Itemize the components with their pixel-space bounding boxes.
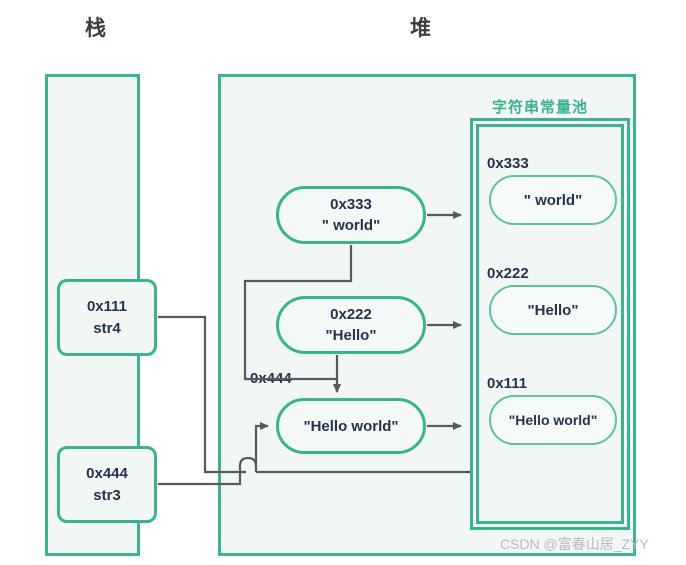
stack-frame-str3-address: 0x444 xyxy=(86,464,128,482)
string-constant-pool-inner: 0x333 " world" 0x222 "Hello" 0x111 "Hell… xyxy=(476,124,624,524)
pool-entry-0x333-address: 0x333 xyxy=(487,155,529,172)
pool-entry-0x111-address: 0x111 xyxy=(487,375,528,392)
page-title-stack: 栈 xyxy=(85,17,107,40)
stack-frame-str3[interactable]: 0x444 str3 xyxy=(57,446,157,523)
string-constant-pool-title: 字符串常量池 xyxy=(492,99,589,116)
heap-object-0x333-address: 0x333 xyxy=(330,196,372,213)
connector-0x333-concat-route xyxy=(243,245,353,393)
heap-object-0x333-value: " world" xyxy=(321,217,381,234)
connector-str3-to-heap0x444 xyxy=(158,422,269,486)
pool-entry-0x333-value[interactable]: " world" xyxy=(489,175,617,225)
pool-entry-0x111-value[interactable]: "Hello world" xyxy=(489,395,617,445)
heap-object-0x222[interactable]: 0x222 "Hello" xyxy=(276,296,426,354)
stack-frame-str4-variable: str4 xyxy=(93,319,121,337)
pool-entry-0x222-address: 0x222 xyxy=(487,265,529,282)
heap-object-0x333[interactable]: 0x333 " world" xyxy=(276,186,426,244)
pool-entry-0x222-value[interactable]: "Hello" xyxy=(489,285,617,335)
heap-object-0x222-value: "Hello" xyxy=(325,327,377,344)
heap-object-0x222-address: 0x222 xyxy=(330,306,372,323)
stack-frame-str3-variable: str3 xyxy=(93,486,121,504)
heap-object-0x444-value: "Hello world" xyxy=(303,417,399,435)
stack-frame-str4-address: 0x111 xyxy=(86,297,128,315)
string-constant-pool: 0x333 " world" 0x222 "Hello" 0x111 "Hell… xyxy=(470,118,630,530)
connector-str4-to-heap xyxy=(158,315,246,474)
watermark: CSDN @富春山居_ZYY xyxy=(500,536,649,552)
heap-object-0x444[interactable]: "Hello world" xyxy=(276,398,426,454)
stack-frame-str4[interactable]: 0x111 str4 xyxy=(57,279,157,356)
page-title-heap: 堆 xyxy=(410,17,432,40)
